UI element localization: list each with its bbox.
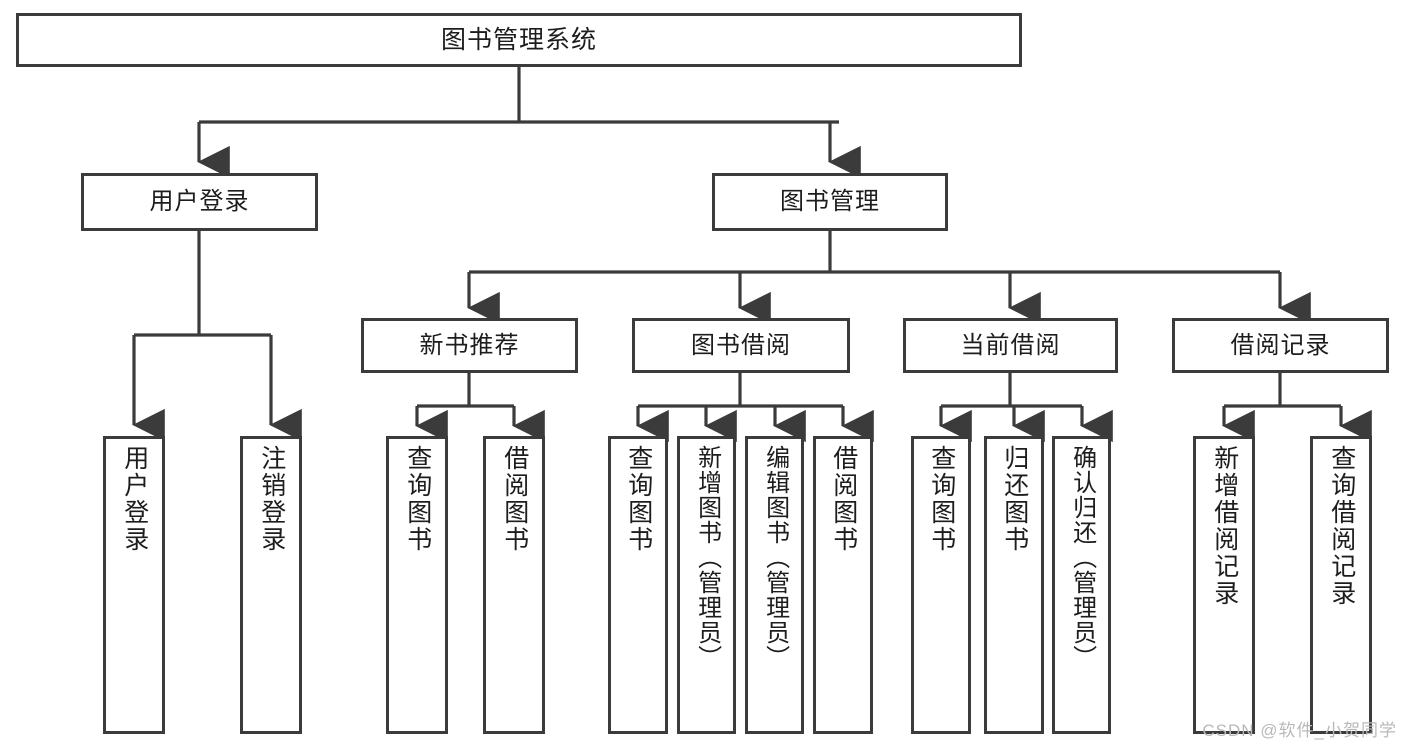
node-new-book-rec[interactable]: 新书推荐 xyxy=(361,318,578,373)
node-leaf-query-book-1[interactable]: 查询图书 xyxy=(386,436,448,734)
node-leaf-return-book-label: 归还图书 xyxy=(1000,445,1029,553)
node-leaf-confirm-return-label: 确认归还（管理员） xyxy=(1068,445,1096,670)
node-leaf-user-login-label: 用户登录 xyxy=(120,445,149,553)
node-root-label: 图书管理系统 xyxy=(440,25,597,54)
node-book-borrow[interactable]: 图书借阅 xyxy=(632,318,850,373)
node-leaf-borrow-book-2[interactable]: 借阅图书 xyxy=(813,436,873,734)
node-leaf-borrow-book-1-label: 借阅图书 xyxy=(500,445,529,553)
node-leaf-borrow-book-2-label: 借阅图书 xyxy=(829,445,858,553)
node-leaf-query-record[interactable]: 查询借阅记录 xyxy=(1310,436,1372,734)
node-book-manage-label: 图书管理 xyxy=(780,188,880,216)
node-leaf-borrow-book-1[interactable]: 借阅图书 xyxy=(483,436,545,734)
node-leaf-query-book-2[interactable]: 查询图书 xyxy=(608,436,668,734)
node-new-book-rec-label: 新书推荐 xyxy=(419,331,520,359)
node-user-login[interactable]: 用户登录 xyxy=(81,173,318,231)
node-leaf-add-record-label: 新增借阅记录 xyxy=(1210,445,1239,607)
node-leaf-confirm-return[interactable]: 确认归还（管理员） xyxy=(1052,436,1111,734)
node-leaf-edit-book[interactable]: 编辑图书（管理员） xyxy=(745,436,804,734)
node-leaf-return-book[interactable]: 归还图书 xyxy=(984,436,1044,734)
node-leaf-user-logout-label: 注销登录 xyxy=(257,445,286,553)
node-book-borrow-label: 图书借阅 xyxy=(691,331,791,359)
node-leaf-add-book[interactable]: 新增图书（管理员） xyxy=(677,436,736,734)
node-leaf-edit-book-label: 编辑图书（管理员） xyxy=(761,445,789,670)
node-book-manage[interactable]: 图书管理 xyxy=(712,173,948,231)
node-leaf-query-book-2-label: 查询图书 xyxy=(624,445,653,553)
node-leaf-query-book-3[interactable]: 查询图书 xyxy=(911,436,971,734)
node-current-borrow-label: 当前借阅 xyxy=(960,331,1061,359)
node-borrow-record-label: 借阅记录 xyxy=(1230,331,1331,359)
node-current-borrow[interactable]: 当前借阅 xyxy=(903,318,1118,373)
node-leaf-add-book-label: 新增图书（管理员） xyxy=(693,445,721,670)
node-leaf-user-login[interactable]: 用户登录 xyxy=(103,436,165,734)
node-borrow-record[interactable]: 借阅记录 xyxy=(1172,318,1389,373)
node-user-login-label: 用户登录 xyxy=(149,188,250,216)
node-leaf-query-book-1-label: 查询图书 xyxy=(403,445,432,553)
node-leaf-query-book-3-label: 查询图书 xyxy=(927,445,956,553)
node-leaf-user-logout[interactable]: 注销登录 xyxy=(240,436,302,734)
node-leaf-query-record-label: 查询借阅记录 xyxy=(1327,445,1356,607)
node-root[interactable]: 图书管理系统 xyxy=(16,13,1022,67)
node-leaf-add-record[interactable]: 新增借阅记录 xyxy=(1193,436,1255,734)
